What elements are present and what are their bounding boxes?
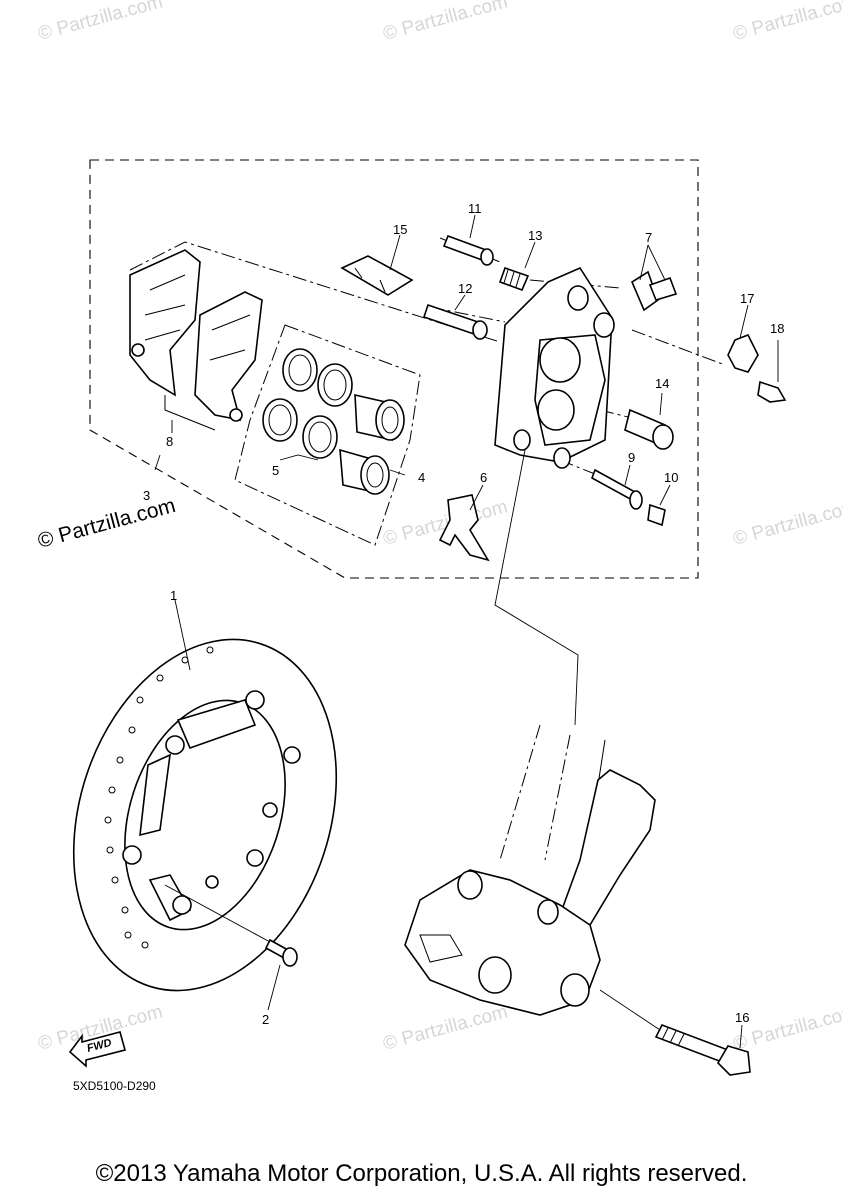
pad-support [438, 494, 490, 562]
assembly-lines [164, 449, 661, 1031]
callout-leaders [154, 214, 779, 1049]
front-fork-leg [404, 724, 656, 1016]
hose-clamp [727, 333, 787, 403]
pad-spring [340, 255, 414, 296]
caliper-mount-bolt [654, 1023, 751, 1076]
callout-14: 14 [655, 376, 669, 391]
caliper-body [494, 266, 615, 469]
watermark: © Partzilla.com [381, 1001, 510, 1054]
callout-18: 18 [770, 321, 784, 336]
disc-bolt [264, 938, 298, 967]
caliper-pins [422, 234, 530, 340]
caliper-assembly-boundary [89, 159, 699, 579]
callout-10: 10 [664, 470, 678, 485]
caliper-pistons [339, 393, 405, 495]
brake-pads [129, 249, 263, 431]
callout-17: 17 [740, 291, 754, 306]
forward-arrow-icon: FWD [68, 1031, 126, 1068]
hose-bolt [624, 408, 674, 450]
support-pin [591, 468, 666, 527]
callout-4: 4 [418, 470, 425, 485]
callout-numbers: 1 2 3 4 5 6 7 8 9 10 11 12 13 14 15 16 1… [143, 201, 784, 1027]
callout-8: 8 [166, 434, 173, 449]
piston-seals [234, 324, 421, 546]
callout-11: 11 [468, 201, 482, 216]
brake-disc [72, 638, 338, 992]
callout-7: 7 [645, 230, 652, 245]
callout-5: 5 [272, 463, 279, 478]
copyright-notice: ©2013 Yamaha Motor Corporation, U.S.A. A… [95, 1160, 748, 1187]
watermark: © Partzilla.com [36, 0, 165, 45]
watermark: © Partzilla.com [381, 0, 510, 45]
callout-9: 9 [628, 450, 635, 465]
callout-1: 1 [170, 588, 177, 603]
callout-13: 13 [528, 228, 542, 243]
diagram-code: 5XD5100-D290 [73, 1079, 156, 1093]
callout-2: 2 [262, 1012, 269, 1027]
callout-15: 15 [393, 222, 407, 237]
watermark: © Partzilla.com [731, 496, 843, 549]
callout-16: 16 [735, 1010, 749, 1025]
disc-holes [104, 646, 214, 949]
watermark: © Partzilla.com [731, 0, 843, 45]
watermark-prominent: © Partzilla.com [35, 494, 178, 553]
bleed-screw [630, 270, 678, 312]
callout-6: 6 [480, 470, 487, 485]
callout-12: 12 [458, 281, 472, 296]
callout-3: 3 [143, 488, 150, 503]
